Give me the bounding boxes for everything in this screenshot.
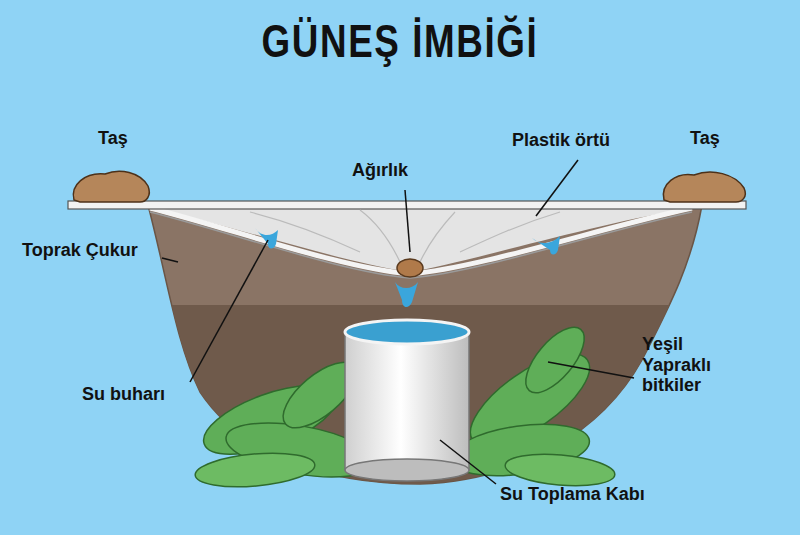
plastic-sheet-sag-edge bbox=[150, 212, 692, 278]
part-label: Su buharı bbox=[82, 384, 165, 405]
weight-stone bbox=[397, 259, 423, 277]
water-drop bbox=[395, 282, 418, 307]
leader-line bbox=[162, 160, 634, 484]
part-label: Su Toplama Kabı bbox=[500, 484, 645, 505]
collection-cup bbox=[345, 332, 469, 470]
part-label: Toprak Çukur bbox=[22, 240, 138, 261]
part-label: Ağırlık bbox=[352, 160, 408, 181]
part-label: Yeşil Yapraklı bitkiler bbox=[642, 334, 734, 396]
part-label: Taş bbox=[690, 128, 720, 149]
stone bbox=[73, 171, 149, 202]
cup-bottom bbox=[345, 459, 469, 481]
water-drop bbox=[532, 236, 560, 255]
stone bbox=[663, 172, 745, 202]
sheet-fold bbox=[250, 210, 560, 262]
diagram-title: GÜNEŞ İMBİĞİ bbox=[80, 14, 720, 68]
cup-water bbox=[345, 320, 469, 344]
part-label: Plastik örtü bbox=[512, 130, 610, 151]
part-label: Taş bbox=[98, 128, 128, 149]
water-drop bbox=[255, 228, 278, 249]
